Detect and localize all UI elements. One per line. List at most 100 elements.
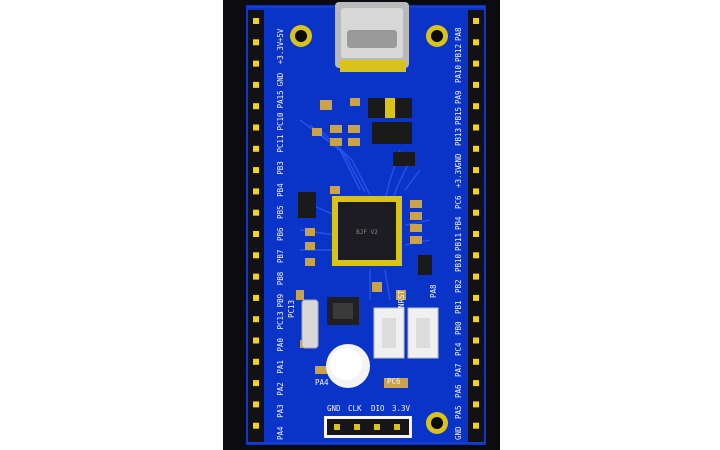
label-pa8: PA8 [429, 284, 438, 298]
right-pin-label: PA9 [454, 90, 463, 104]
right-pin-label: PA7 [454, 363, 463, 377]
buzzer [326, 344, 370, 388]
left-pin-label: PA0 [276, 338, 285, 352]
right-pin-label: +3.3V [454, 165, 463, 188]
header-pin [253, 145, 259, 152]
header-pin [473, 188, 479, 195]
header-pin [253, 380, 259, 387]
header-pin [473, 124, 479, 131]
header-pin [253, 294, 259, 301]
crystal [301, 299, 319, 349]
header-pin [473, 252, 479, 259]
right-pin-label: PB4 [454, 216, 463, 230]
label-swd-clk: CLK [348, 404, 362, 413]
header-pin [473, 39, 479, 46]
left-pin-label: PA4 [276, 426, 285, 440]
right-pin-header [468, 10, 484, 442]
right-pin-labels: GND PA5 PA6 PA7 PC4 PB0 PB1 PB2 PB10 PB11 PB4 PC6 +3… [454, 27, 463, 440]
right-pin-label: PB15 [454, 107, 463, 125]
header-pin [253, 401, 259, 408]
right-pin-label: PA8 [454, 27, 463, 41]
left-pin-label: PA1 [276, 360, 285, 374]
header-pin [253, 167, 259, 174]
left-pin-label: PB4 [276, 183, 285, 197]
header-pin [473, 273, 479, 280]
label-pc6: PC6 [387, 377, 401, 386]
header-pin [473, 103, 479, 110]
right-pin-label: PA5 [454, 405, 463, 419]
swd-header [324, 416, 412, 438]
header-pin [473, 209, 479, 216]
right-pin-label: PB0 [454, 321, 463, 335]
left-pin-label: GND [276, 72, 285, 86]
header-pin [253, 39, 259, 46]
right-pin-label: PB11 [454, 233, 463, 251]
right-pin-label: PB2 [454, 279, 463, 293]
right-pin-label: PC6 [454, 195, 463, 209]
header-pin [473, 145, 479, 152]
header-pin [253, 273, 259, 280]
header-pin [473, 422, 479, 429]
mounting-holes [290, 25, 448, 434]
right-pin-label: PA6 [454, 384, 463, 398]
left-pin-label: PC13 [276, 311, 285, 329]
header-pin [253, 209, 259, 216]
right-pin-label: GND [454, 153, 463, 167]
header-pin [473, 358, 479, 365]
label-nrst: NRST [397, 289, 406, 308]
label-pa4: PA4 [315, 378, 329, 387]
left-pin-label: PB5 [276, 205, 285, 219]
header-pin [473, 167, 479, 174]
right-pin-label: PC4 [454, 342, 463, 356]
label-swd-33v: 3.3V [392, 404, 411, 413]
header-pin [473, 18, 479, 24]
header-pin [253, 231, 259, 237]
header-pin [253, 18, 259, 24]
right-pin-label: PA10 [454, 64, 463, 83]
header-pin [473, 294, 479, 301]
header-pin [253, 124, 259, 131]
header-pin [473, 81, 479, 88]
left-pin-label: PA2 [276, 382, 285, 396]
left-pin-label: PC10 [276, 112, 285, 131]
left-pin-label: PB3 [276, 161, 285, 175]
mcu-chip: BJF V2 [332, 196, 402, 266]
usb-c-connector [335, 2, 409, 72]
header-pin [473, 337, 479, 344]
left-pin-label: PA15 [276, 90, 285, 108]
header-pin [253, 316, 259, 323]
left-pin-label: +5V [276, 28, 285, 42]
header-pin [253, 252, 259, 259]
header-pin [253, 422, 259, 429]
header-pin [253, 358, 259, 365]
header-pin [253, 188, 259, 195]
right-pin-label: PB10 [454, 253, 463, 272]
smd-components [296, 98, 432, 388]
header-pin [253, 81, 259, 88]
header-pin [473, 60, 479, 67]
label-pc13: PC13 [287, 300, 296, 318]
reset-buttons [373, 307, 439, 359]
right-pin-label: GND [454, 426, 463, 440]
header-pin [253, 60, 259, 67]
left-pin-label: +3.3V [276, 41, 285, 64]
header-pin [473, 231, 479, 237]
right-pin-label: PB1 [454, 300, 463, 314]
left-pin-label: PC11 [276, 135, 285, 153]
header-pin [473, 380, 479, 387]
label-swd-gnd: GND [327, 404, 341, 413]
left-pin-header [248, 10, 264, 442]
header-pin [473, 316, 479, 323]
label-swd-dio: DIO [371, 404, 385, 413]
right-pin-label: PB12 [454, 44, 463, 62]
left-pin-label: PB8 [276, 271, 285, 285]
header-pin [253, 337, 259, 344]
header-pin [473, 401, 479, 408]
left-pin-labels: PA4PA3PA2PA1PA0PC13PB9PB8PB7PB6PB5PB4PB3… [276, 28, 285, 440]
left-pin-label: PA3 [276, 404, 285, 418]
left-pin-label: PB7 [276, 250, 285, 264]
left-pin-label: PB6 [276, 227, 285, 241]
header-pin [253, 103, 259, 110]
right-pin-label: PB13 [454, 128, 463, 146]
